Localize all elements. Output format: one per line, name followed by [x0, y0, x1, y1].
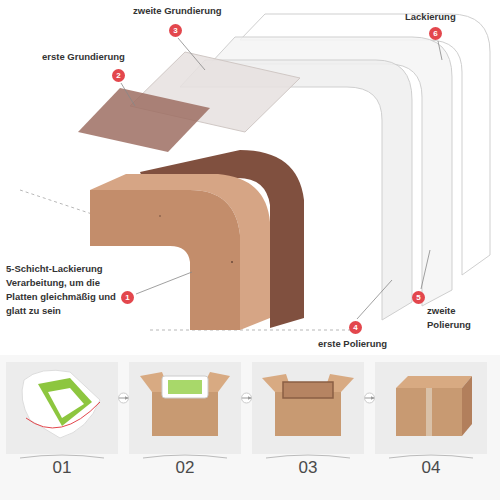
panel-curve: [389, 455, 473, 458]
callout-number: 3: [173, 27, 177, 35]
panel-curve: [266, 455, 350, 458]
leader-line: [421, 250, 430, 289]
callout-circle: 1: [121, 291, 134, 304]
mdf-grain: [231, 261, 233, 263]
step-number: 04: [422, 458, 441, 486]
panel-ground: [129, 362, 241, 454]
layer-label-text: 5-Schicht-Lackierung Verarbeitung, um di…: [6, 262, 118, 318]
box-icon: [396, 376, 472, 436]
strip-ground: [0, 355, 500, 500]
step-panel: 01: [6, 362, 118, 486]
step-number: 02: [176, 458, 195, 486]
guide-line: [150, 330, 350, 331]
step-arrow: [119, 398, 128, 399]
callout-number: 2: [116, 72, 120, 80]
step-circle: [119, 393, 129, 403]
layer-label: Lackierung: [405, 10, 485, 24]
layer-label: 5-Schicht-Lackierung Verarbeitung, um di…: [6, 262, 118, 318]
step-arrow: [242, 398, 251, 399]
callout-circle: 5: [412, 291, 425, 304]
panel-ground: [375, 362, 487, 454]
panel-ground: [252, 362, 364, 454]
step-panel: 04: [375, 362, 487, 486]
step-number: 01: [53, 458, 72, 486]
step-panel: 03: [252, 362, 364, 486]
layer-label-text: zweite Polierung: [427, 304, 497, 332]
step-circle: [365, 393, 375, 403]
guide-line: [20, 190, 95, 215]
callout-number: 1: [125, 294, 129, 302]
layer-label: erste Grundierung: [42, 50, 142, 64]
mdf-top: [90, 174, 270, 330]
callout-number: 4: [353, 324, 357, 332]
callout-circle: 3: [169, 24, 182, 37]
step-panel: 02: [129, 362, 241, 486]
step-circle: [242, 393, 252, 403]
layer-label: zweite Grundierung: [133, 4, 243, 18]
leader-line: [438, 41, 442, 60]
panel-ground: [6, 362, 118, 454]
leader-line: [121, 83, 135, 106]
panel-curve: [20, 455, 104, 458]
box-icon: [262, 374, 354, 436]
callout-number: 6: [433, 30, 437, 38]
mdf-grain: [159, 215, 161, 217]
layer-label: erste Polierung: [318, 337, 408, 351]
leader-line: [357, 280, 392, 319]
callout-circle: 2: [112, 69, 125, 82]
step-number: 03: [299, 458, 318, 486]
callout-circle: 4: [349, 321, 362, 334]
layer-label-text: Lackierung: [405, 10, 485, 24]
layer-label-text: zweite Grundierung: [133, 4, 243, 18]
callout-number: 5: [416, 294, 420, 302]
callout-circle: 6: [429, 27, 442, 40]
leader-line: [136, 272, 192, 294]
layer-label-text: erste Polierung: [318, 337, 408, 351]
step-arrow: [365, 398, 374, 399]
box-icon: [140, 372, 230, 436]
primer-sheet: [78, 88, 210, 152]
mdf-board: [90, 190, 240, 330]
layer-label: zweite Polierung: [427, 304, 497, 332]
tray-icon: [22, 370, 100, 438]
layer-label-text: erste Grundierung: [42, 50, 142, 64]
panel-curve: [143, 455, 227, 458]
leader-line: [178, 38, 205, 70]
